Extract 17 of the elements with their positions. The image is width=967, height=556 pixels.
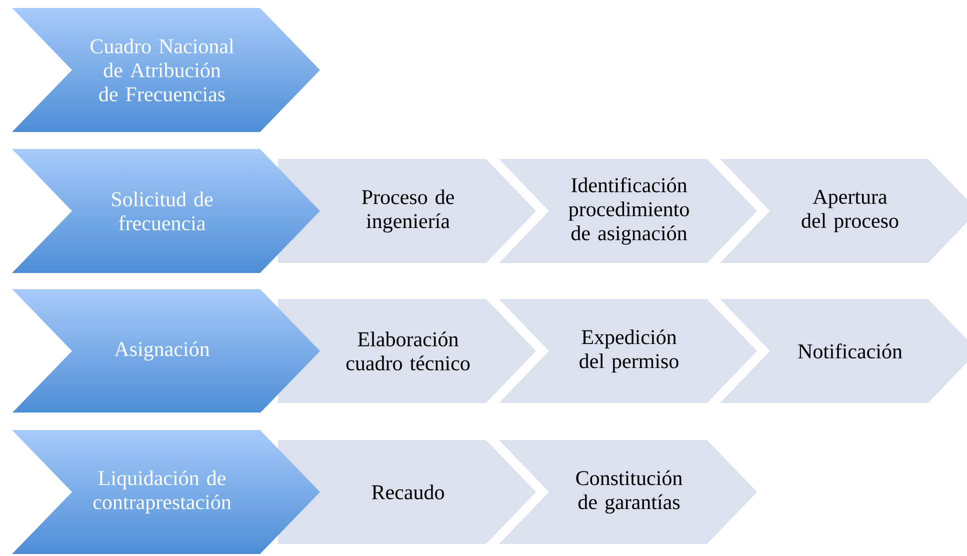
chevron: Cuadro Nacional de Atribución de Frecuencias	[90, 38, 234, 102]
process-step: Constitución de garantías	[499, 440, 757, 544]
node-label: Constitución de garantías	[576, 470, 682, 514]
node-label: Apertura del proceso	[802, 190, 898, 232]
node-label: Identificación procedimiento de asignación	[568, 177, 689, 245]
process-step: Identificación procedimiento de asignación	[499, 159, 757, 263]
chevron: Liquidación de contraprestación	[93, 470, 232, 514]
process-step: Expedición del permiso	[499, 299, 757, 403]
chevron: Solicitud de frecuencia	[112, 192, 213, 230]
process-step: Notificación	[720, 299, 967, 403]
chevron: Asignación	[114, 341, 210, 361]
node-label: Notificación	[798, 343, 902, 358]
node-label: Proceso de ingeniería	[362, 189, 454, 233]
node-label: Expedición del permiso	[580, 329, 678, 373]
node-label: Recaudo	[372, 484, 444, 500]
process-step: Apertura del proceso	[720, 159, 967, 263]
node-label: Elaboración cuadro técnico	[346, 332, 470, 370]
